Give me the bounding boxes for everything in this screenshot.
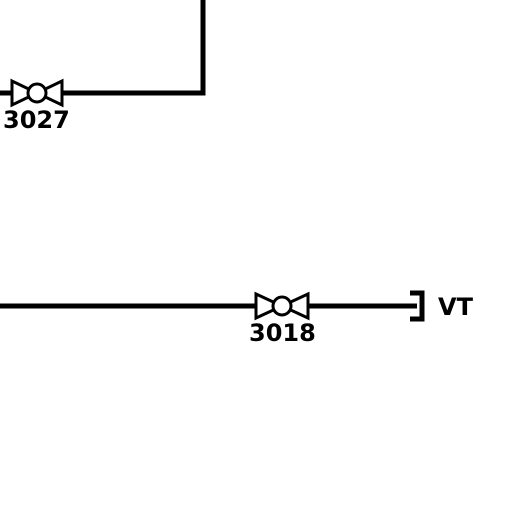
vent-terminal[interactable]: VT xyxy=(410,290,474,322)
ball-valve-icon xyxy=(10,78,64,108)
valve-3027[interactable]: 3027 xyxy=(3,78,70,134)
valve-tag-label: 3027 xyxy=(3,106,70,134)
ball-valve-icon xyxy=(254,291,310,321)
upper-pipe-line xyxy=(60,0,206,96)
endpoint-label: VT xyxy=(438,293,474,321)
valve-tag-label: 3018 xyxy=(249,319,316,347)
valve-3018[interactable]: 3018 xyxy=(249,291,316,347)
line-end-bracket-icon xyxy=(410,290,425,322)
